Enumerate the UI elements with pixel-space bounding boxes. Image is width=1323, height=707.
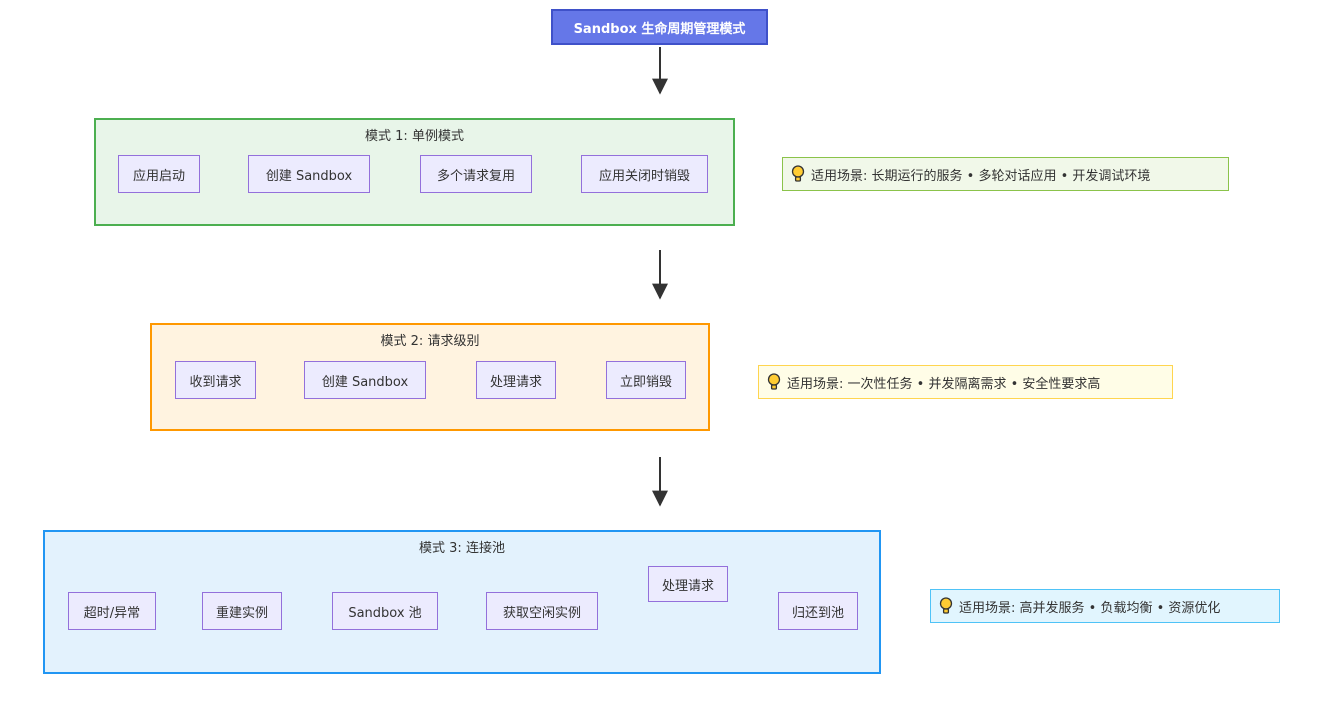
mode1-title: 模式 1: 单例模式 — [365, 129, 464, 144]
mode2-step-process: 处理请求 — [476, 361, 556, 399]
mode3-note: 适用场景: 高并发服务 • 负载均衡 • 资源优化 — [930, 589, 1280, 623]
mode2-note-text: 适用场景: 一次性任务 • 并发隔离需求 • 安全性要求高 — [787, 376, 1101, 392]
diagram-title: Sandbox 生命周期管理模式 — [573, 21, 746, 37]
lightbulb-icon — [767, 373, 781, 390]
lightbulb-icon — [939, 597, 953, 614]
lightbulb-icon — [791, 165, 805, 182]
mode1-step-create-sandbox: 创建 Sandbox — [248, 155, 370, 193]
mode3-step-rebuild: 重建实例 — [202, 592, 282, 630]
mode1-step-reuse: 多个请求复用 — [420, 155, 532, 193]
mode3-cluster: 模式 3: 连接池 — [43, 530, 881, 674]
mode3-note-text: 适用场景: 高并发服务 • 负载均衡 • 资源优化 — [959, 600, 1221, 616]
mode1-step-app-start: 应用启动 — [118, 155, 200, 193]
mode1-step-destroy: 应用关闭时销毁 — [581, 155, 708, 193]
mode2-title: 模式 2: 请求级别 — [380, 334, 480, 349]
mode2-step-destroy: 立即销毁 — [606, 361, 686, 399]
mode3-step-return: 归还到池 — [778, 592, 858, 630]
mode3-step-acquire: 获取空闲实例 — [486, 592, 598, 630]
mode3-step-process: 处理请求 — [648, 566, 728, 602]
mode3-title: 模式 3: 连接池 — [419, 541, 505, 556]
mode3-step-pool: Sandbox 池 — [332, 592, 438, 630]
mode2-step-receive: 收到请求 — [175, 361, 256, 399]
mode2-step-create-sandbox: 创建 Sandbox — [304, 361, 426, 399]
mode3-step-timeout: 超时/异常 — [68, 592, 156, 630]
mode1-note-text: 适用场景: 长期运行的服务 • 多轮对话应用 • 开发调试环境 — [811, 168, 1151, 184]
mode1-note: 适用场景: 长期运行的服务 • 多轮对话应用 • 开发调试环境 — [782, 157, 1229, 191]
diagram-title-node: Sandbox 生命周期管理模式 — [551, 9, 768, 45]
mode2-note: 适用场景: 一次性任务 • 并发隔离需求 • 安全性要求高 — [758, 365, 1173, 399]
